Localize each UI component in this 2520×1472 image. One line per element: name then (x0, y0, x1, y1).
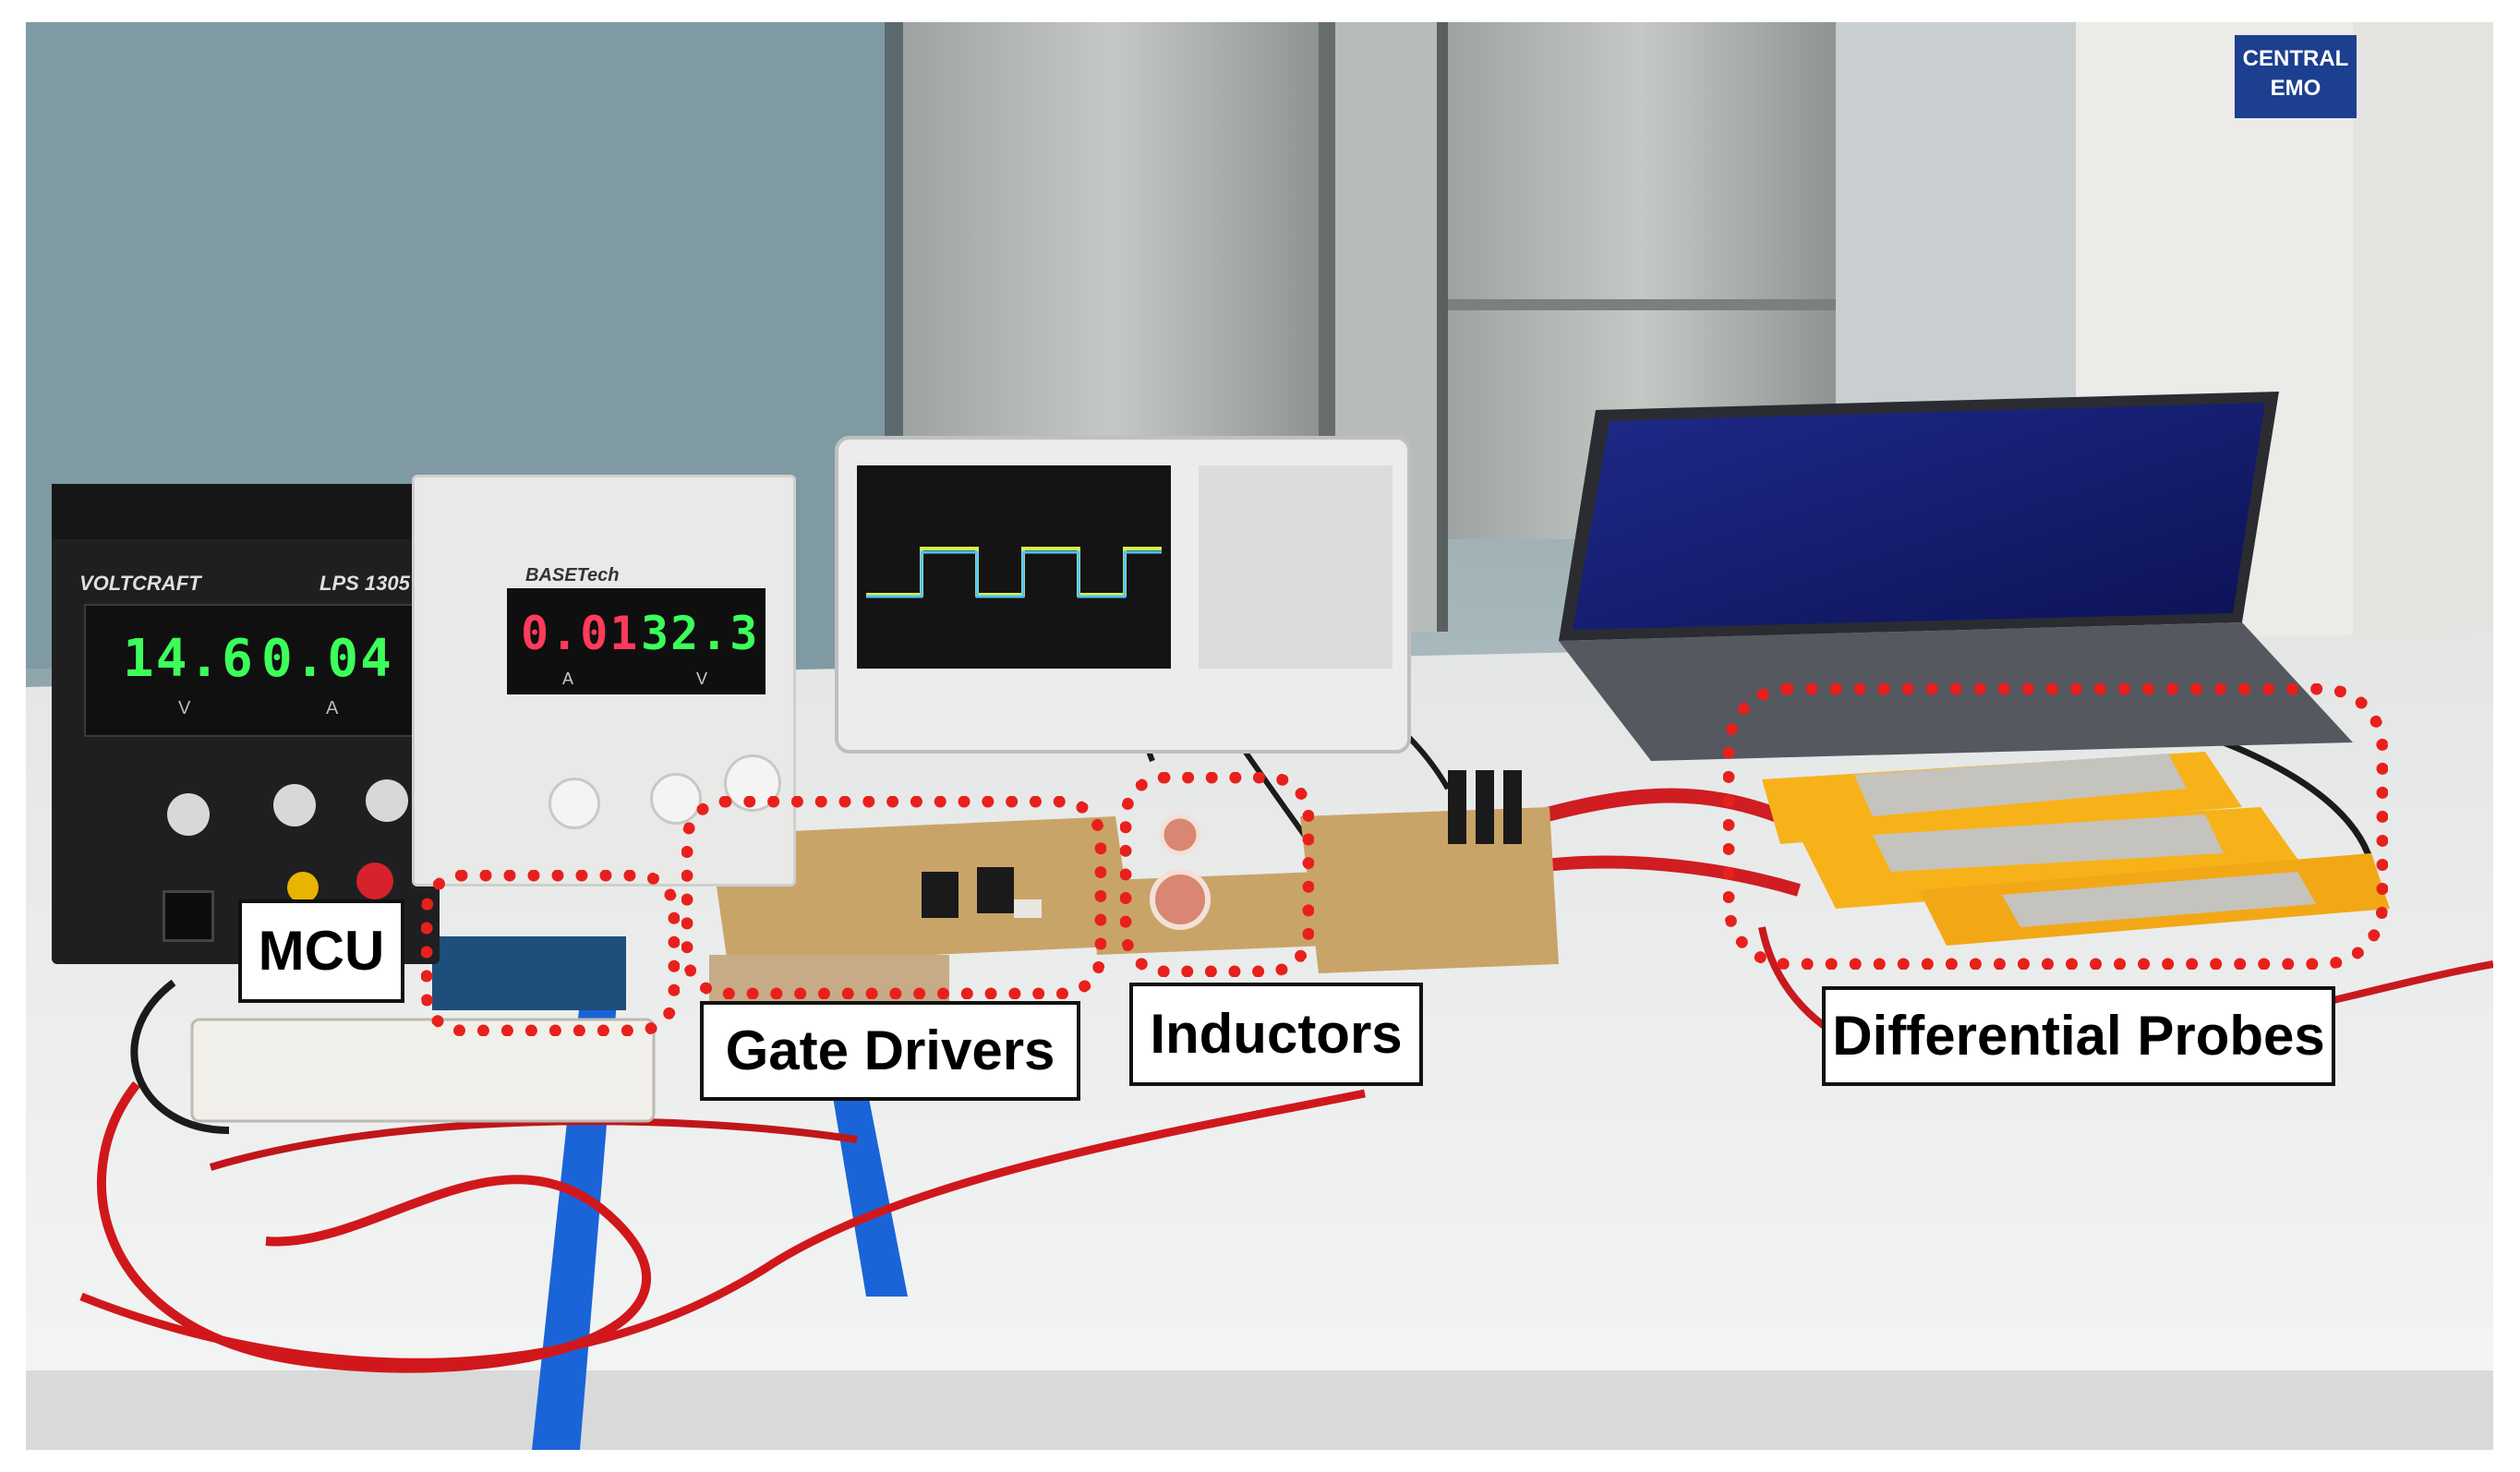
power-supply-right: BASETech 0.01 32.3 A V (412, 475, 796, 887)
voltage-readout: 14.6 (123, 629, 255, 689)
power-switch-icon (163, 890, 214, 942)
voltage-readout: 32.3 (641, 607, 760, 660)
terminal-icon (287, 872, 319, 903)
model-label: LPS 1305 (320, 572, 410, 595)
current-readout: 0.04 (261, 629, 393, 689)
voltage-unit: V (696, 670, 708, 688)
knob-icon (167, 793, 210, 836)
current-unit: A (562, 670, 574, 688)
knob-icon (549, 778, 600, 829)
scene-background (26, 22, 2493, 1450)
highlight-differential-probes (1723, 683, 2388, 970)
wall-sign-line2: EMO (2270, 76, 2321, 101)
knob-icon (366, 779, 408, 822)
label-inductors: Inductors (1129, 983, 1423, 1086)
wall-sign-line1: CENTRAL (2242, 46, 2349, 71)
brand-label: VOLTCRAFT (79, 572, 201, 595)
current-unit: A (326, 698, 339, 718)
lab-bench-photo: VOLTCRAFT LPS 1305 14.6 0.04 V A BASETec… (26, 22, 2493, 1450)
display-panel: 0.01 32.3 A V (507, 588, 766, 694)
highlight-inductors (1120, 772, 1314, 977)
label-mcu: MCU (238, 899, 404, 1003)
highlight-mcu (421, 870, 680, 1036)
voltage-unit: V (178, 698, 191, 718)
highlight-gate-drivers (681, 796, 1106, 999)
power-supply-left: VOLTCRAFT LPS 1305 14.6 0.04 V A (52, 484, 440, 964)
current-readout: 0.01 (521, 607, 640, 660)
label-gate-drivers: Gate Drivers (700, 1001, 1080, 1101)
display-panel: 14.6 0.04 V A (84, 604, 420, 737)
brand-label: BASETech (525, 565, 620, 585)
terminal-icon (356, 863, 393, 899)
wall-sign: CENTRAL EMO (2235, 35, 2357, 118)
knob-icon (273, 784, 316, 826)
label-differential-probes: Differential Probes (1822, 986, 2335, 1086)
